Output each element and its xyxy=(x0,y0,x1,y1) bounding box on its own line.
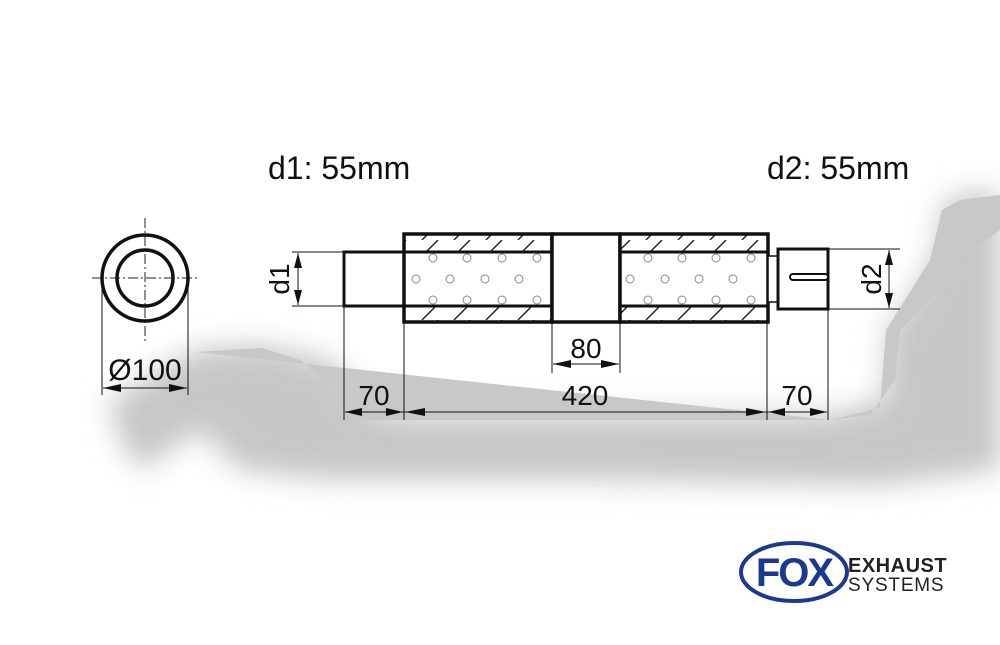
d2-label: d2 xyxy=(856,263,887,294)
right-pipe-length-label: 70 xyxy=(781,380,812,411)
diameter-label: Ø100 xyxy=(108,354,181,387)
inlet-diameter-heading: d1: 55mm xyxy=(268,150,411,186)
side-view-drawing: d1 d2 80 xyxy=(264,232,900,420)
logo-line-systems: SYSTEMS xyxy=(848,575,945,596)
logo-line-exhaust: EXHAUST xyxy=(848,555,948,577)
fox-logo-mark: FOX xyxy=(739,541,849,603)
fox-logo-text: FOX xyxy=(756,551,835,595)
outlet-diameter-heading: d2: 55mm xyxy=(767,150,910,186)
inlet-pipe xyxy=(342,250,406,308)
outlet-slot xyxy=(789,273,829,281)
left-pipe-length-label: 70 xyxy=(358,380,389,411)
center-section xyxy=(550,232,622,324)
logo-wordmark: EXHAUST SYSTEMS xyxy=(848,556,947,596)
d1-label: d1 xyxy=(264,263,295,294)
perforations-right xyxy=(625,253,756,305)
perforations-left xyxy=(411,253,542,305)
end-view-drawing: Ø100 xyxy=(92,218,200,395)
body-length-label: 420 xyxy=(562,380,609,411)
center-gap-label: 80 xyxy=(570,333,601,364)
inner-circle xyxy=(115,248,175,308)
